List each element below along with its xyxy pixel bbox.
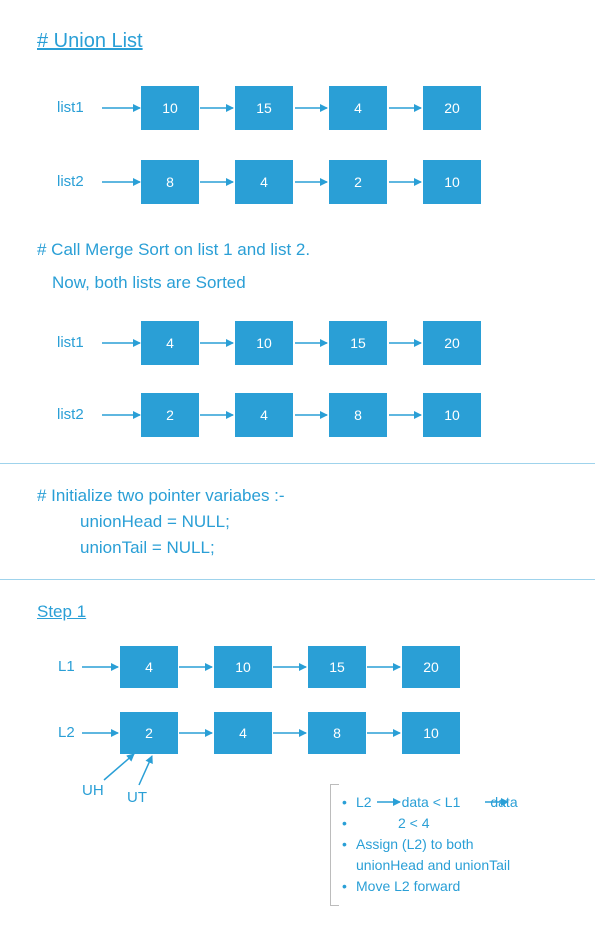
list-node: 10 — [141, 86, 199, 130]
list2-label: list2 — [57, 173, 84, 190]
list-node: 20 — [402, 646, 460, 688]
list-node: 2 — [120, 712, 178, 754]
sorted-note: Now, both lists are Sorted — [52, 273, 246, 292]
l1-label: L1 — [58, 658, 75, 675]
divider — [0, 463, 595, 464]
note-move: •Move L2 forward — [342, 878, 461, 894]
list-node: 10 — [214, 646, 272, 688]
list-node: 4 — [235, 160, 293, 204]
list1-label: list1 — [57, 99, 84, 116]
list-node: 20 — [423, 321, 481, 365]
list-node: 15 — [329, 321, 387, 365]
union-head-init: unionHead = NULL; — [80, 512, 230, 531]
list-node: 10 — [402, 712, 460, 754]
list-node: 8 — [141, 160, 199, 204]
list-node: 8 — [329, 393, 387, 437]
list-node: 4 — [235, 393, 293, 437]
init-heading: # Initialize two pointer variabes :- — [37, 486, 285, 505]
list1-label: list1 — [57, 334, 84, 351]
step-title: Step 1 — [37, 602, 87, 621]
list-node: 2 — [329, 160, 387, 204]
merge-sort-heading: # Call Merge Sort on list 1 and list 2. — [37, 240, 311, 259]
divider — [0, 579, 595, 580]
list-node: 10 — [423, 393, 481, 437]
note-assign: •Assign (L2) to both — [342, 836, 474, 852]
list-node: 8 — [308, 712, 366, 754]
list-node: 10 — [235, 321, 293, 365]
list-node: 10 — [423, 160, 481, 204]
union-tail-init: unionTail = NULL; — [80, 538, 215, 557]
list-node: 20 — [423, 86, 481, 130]
list-node: 4 — [329, 86, 387, 130]
page-title: # Union List — [37, 30, 143, 52]
list-node: 2 — [141, 393, 199, 437]
union-head-pointer: UH — [82, 782, 104, 799]
list-node: 4 — [214, 712, 272, 754]
list-node: 4 — [141, 321, 199, 365]
list-node: 4 — [120, 646, 178, 688]
list2-label: list2 — [57, 406, 84, 423]
list-node: 15 — [235, 86, 293, 130]
l2-label: L2 — [58, 724, 75, 741]
note-values: •2 < 4 — [342, 815, 430, 831]
notes-bracket — [330, 784, 339, 906]
list-node: 15 — [308, 646, 366, 688]
note-assign-cont: unionHead and unionTail — [356, 857, 511, 873]
union-tail-pointer: UT — [127, 789, 147, 806]
